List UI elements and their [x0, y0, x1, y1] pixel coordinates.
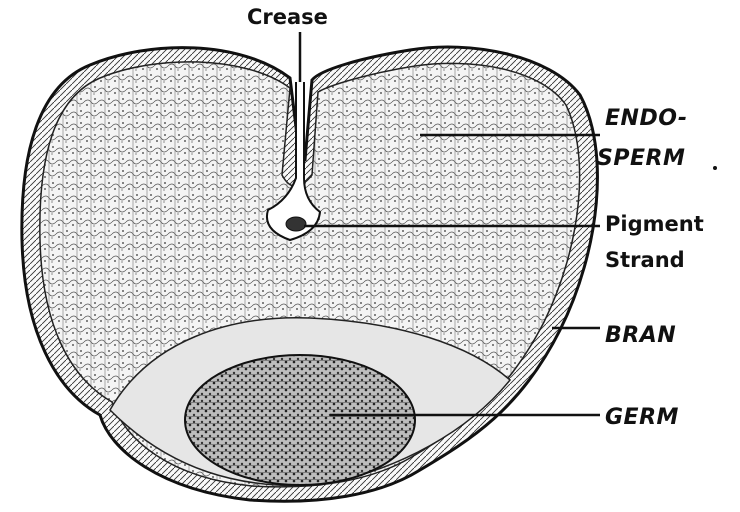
germ-embryo — [185, 355, 415, 485]
endosperm-label-line2: SPERM — [597, 146, 685, 172]
germ-label: GERM — [605, 405, 679, 431]
pigment-strand-label-line1: Pigment — [605, 211, 704, 237]
crease-label: Crease — [247, 4, 328, 30]
pigment-strand — [286, 217, 306, 231]
bran-label: BRAN — [605, 323, 676, 349]
endosperm-period-mark — [713, 166, 717, 170]
endosperm-label-line1: ENDO- — [605, 106, 687, 132]
pigment-strand-label-line2: Strand — [605, 247, 685, 273]
